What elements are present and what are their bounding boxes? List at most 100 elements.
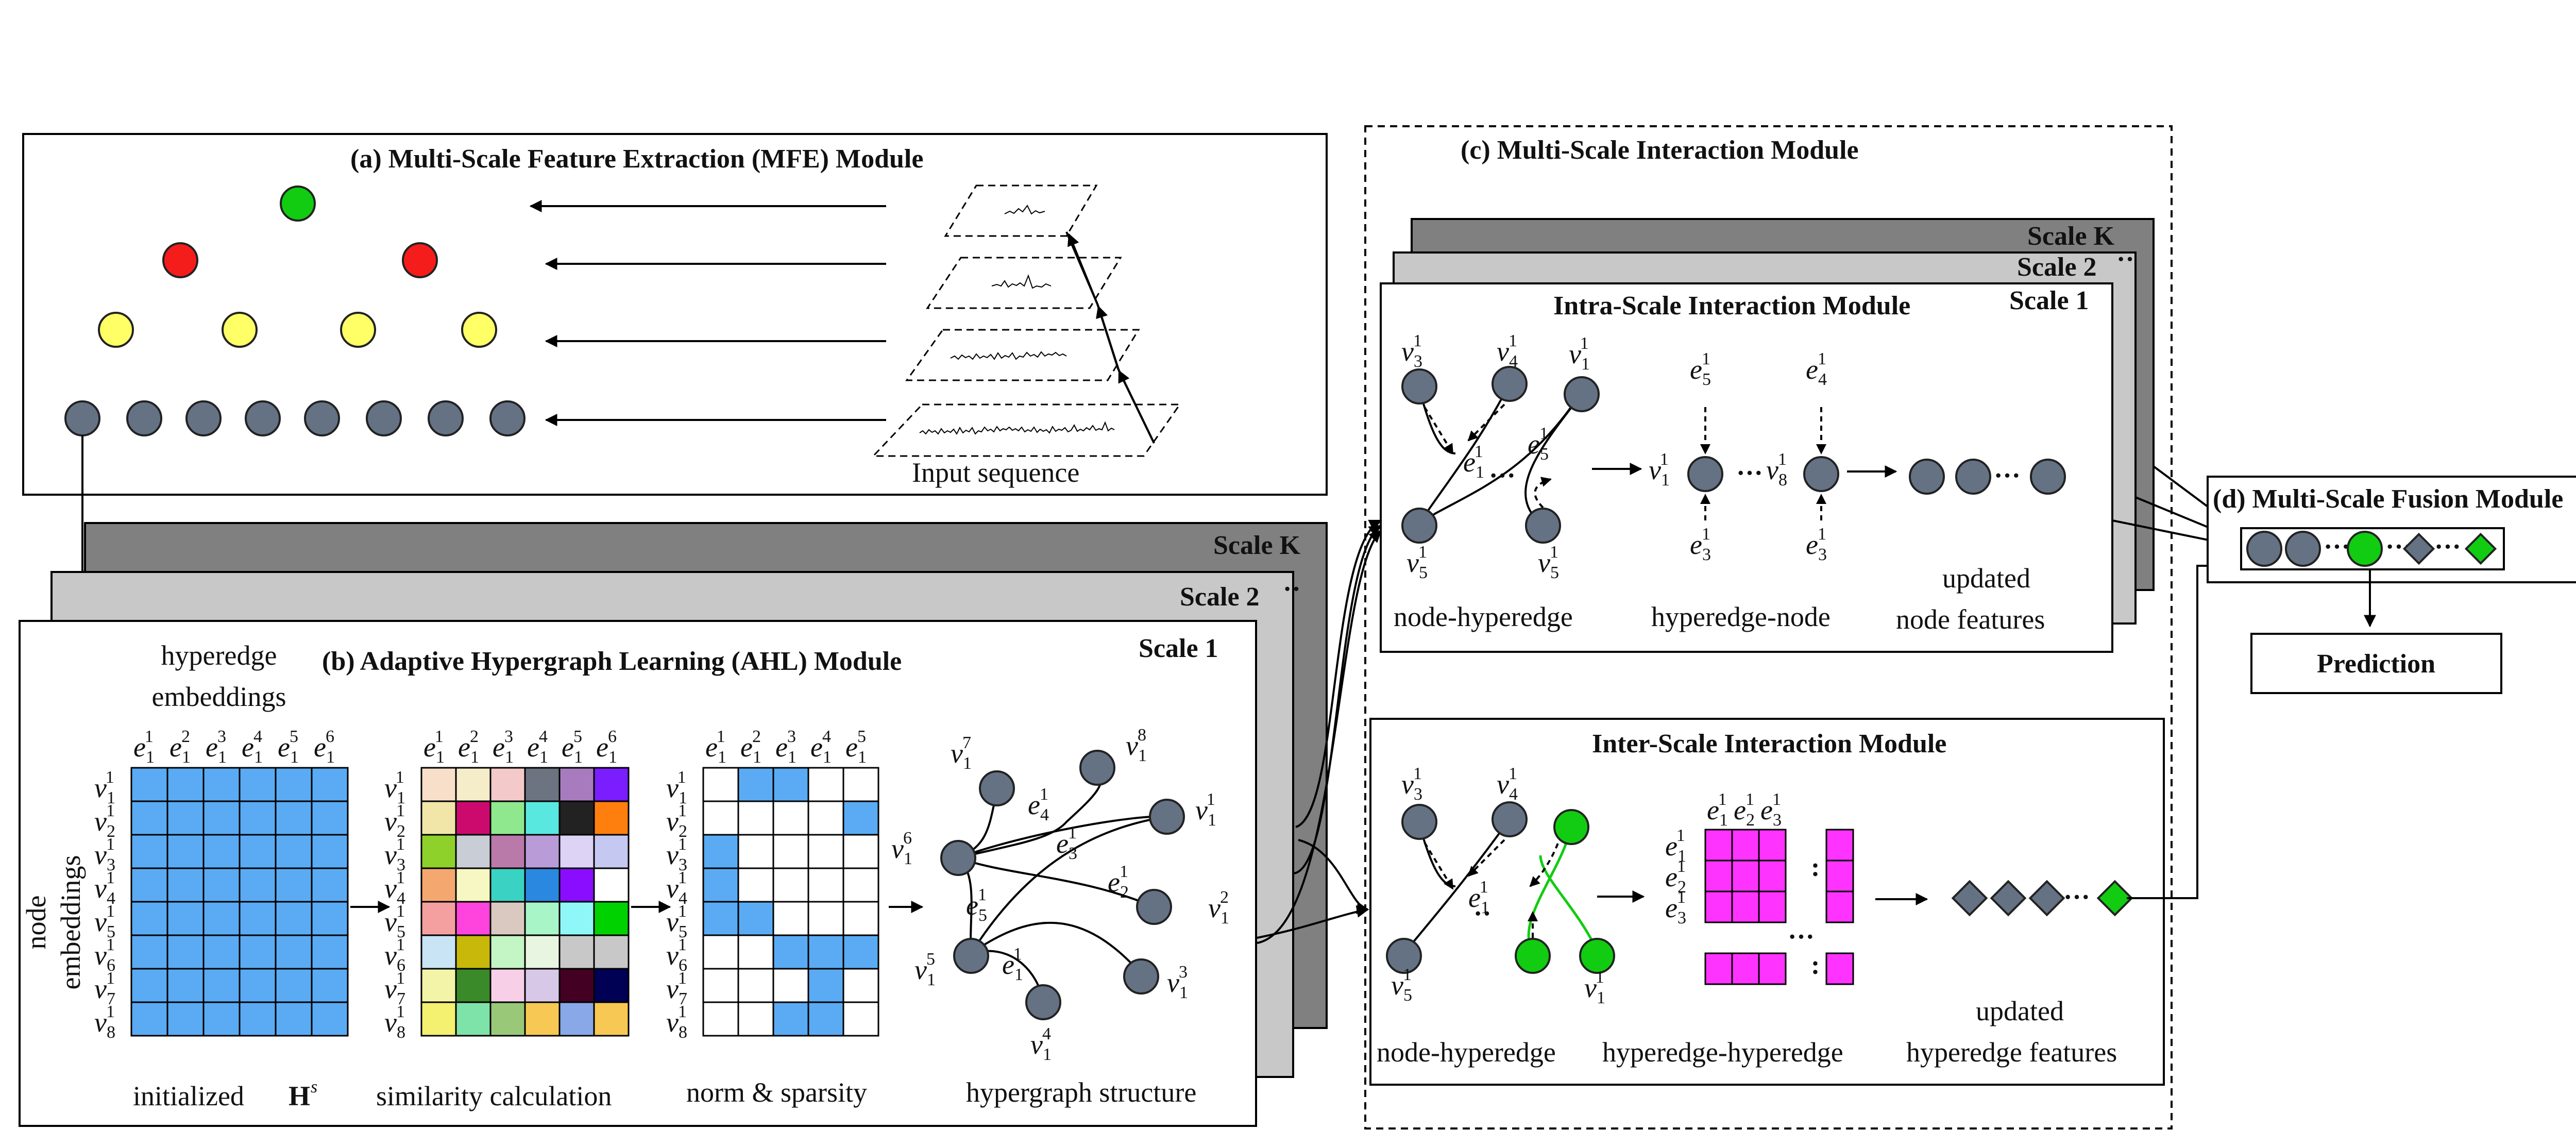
matrix-cell bbox=[842, 867, 879, 903]
node-label: v13 bbox=[1167, 963, 1188, 1002]
matrix-cell bbox=[166, 867, 205, 903]
matrix-cell bbox=[202, 968, 241, 1003]
pyramid-node-yellow bbox=[222, 312, 258, 348]
matrix-cell bbox=[1758, 829, 1787, 862]
pyramid-node-gray bbox=[366, 400, 402, 436]
panel-a-title: (a) Multi-Scale Feature Extraction (MFE)… bbox=[350, 144, 923, 174]
matrix-cell bbox=[772, 867, 809, 903]
caption-initialized: initialized bbox=[133, 1081, 244, 1111]
node-label: v17 bbox=[951, 733, 972, 773]
plane-up-arrow-head-3 bbox=[1067, 233, 1099, 307]
matrix-cell bbox=[420, 834, 457, 869]
matrix-cell bbox=[202, 800, 241, 836]
matrix-cell bbox=[737, 834, 774, 869]
intra-scale-box bbox=[1380, 282, 2113, 653]
matrix-cell bbox=[593, 934, 630, 970]
intra-node bbox=[1564, 376, 1600, 412]
matrix-cell bbox=[1825, 952, 1854, 985]
matrix-cell bbox=[311, 867, 349, 903]
signal-2 bbox=[991, 274, 1052, 289]
scale-k-label-c: Scale K bbox=[2027, 222, 2115, 251]
pyramid-node-gray bbox=[245, 400, 281, 436]
caption-hypergraph-structure: hypergraph structure bbox=[966, 1077, 1196, 1108]
matrix-cell bbox=[166, 800, 205, 836]
matrix-cell bbox=[311, 901, 349, 936]
matrix-cell bbox=[772, 901, 809, 936]
inter-node bbox=[1401, 804, 1437, 840]
hyperedge-label: e31 bbox=[1806, 525, 1827, 564]
matrix-cell bbox=[311, 800, 349, 836]
intra-node bbox=[1687, 456, 1723, 492]
matrix-cell bbox=[558, 934, 595, 970]
inter-node-green bbox=[1515, 938, 1551, 974]
matrix-cell bbox=[842, 968, 879, 1003]
matrix-cell bbox=[202, 834, 241, 869]
pyramid-node-red bbox=[162, 242, 198, 278]
hyperedge-curve bbox=[958, 857, 1155, 908]
matrix-cell bbox=[593, 1001, 630, 1037]
matrix-cell bbox=[737, 1001, 774, 1037]
matrix-cell bbox=[1758, 890, 1787, 923]
matrix-cell bbox=[593, 968, 630, 1003]
matrix-cell bbox=[489, 934, 526, 970]
matrix-cell bbox=[524, 867, 561, 903]
panel-c-title: (c) Multi-Scale Interaction Module bbox=[1461, 136, 1859, 165]
plane-up-arrow-head-2 bbox=[1096, 305, 1120, 372]
matrix-cell bbox=[311, 934, 349, 970]
matrix-cell bbox=[455, 1001, 492, 1037]
input-sequence-label: Input sequence bbox=[912, 457, 1079, 488]
fusion-dots: ··· bbox=[2324, 532, 2350, 562]
hyperedge-diamond bbox=[1951, 880, 1988, 917]
pyramid-bottom-row bbox=[64, 400, 526, 436]
hyperedge-diamond bbox=[1990, 880, 2027, 917]
matrix-cell bbox=[702, 901, 739, 936]
matrix-cell bbox=[807, 1001, 844, 1037]
hyperedge-hyperedge-matrix bbox=[1704, 829, 1854, 985]
matrix-cell bbox=[1704, 860, 1733, 892]
matrix-cell bbox=[130, 834, 168, 869]
matrix-cell bbox=[737, 901, 774, 936]
matrix-cell bbox=[275, 867, 313, 903]
matrix-cell bbox=[702, 800, 739, 836]
row-label: v31 bbox=[94, 835, 115, 874]
matrix-sparse bbox=[702, 767, 879, 1037]
scale-2-label-b: Scale 2 bbox=[1180, 582, 1260, 612]
intra-node bbox=[1401, 368, 1437, 405]
matrix-cell bbox=[489, 834, 526, 869]
matrix-cell bbox=[702, 834, 739, 869]
matrix-cell bbox=[275, 934, 313, 970]
edge bbox=[1403, 818, 1511, 954]
matrix-cell bbox=[239, 834, 277, 869]
connector bbox=[1293, 525, 1382, 874]
matrix-cell bbox=[166, 901, 205, 936]
caption-hyperedge-node: hyperedge-node bbox=[1651, 601, 1831, 632]
hg-node-v3 bbox=[1123, 958, 1159, 995]
matrix-cell bbox=[1704, 829, 1733, 862]
matrix-cell bbox=[772, 934, 809, 970]
matrix-cell bbox=[420, 968, 457, 1003]
node-label: v51 bbox=[1391, 965, 1412, 1005]
matrix-cell bbox=[239, 934, 277, 970]
node-label: v11 bbox=[1584, 968, 1605, 1007]
panel-c-interaction-module: (c) Multi-Scale Interaction Module Scale… bbox=[1364, 125, 2173, 1130]
matrix-cell bbox=[166, 1001, 205, 1037]
matrix-cell bbox=[1731, 860, 1760, 892]
matrix-cell bbox=[737, 934, 774, 970]
node-label: v15 bbox=[914, 950, 936, 989]
edge bbox=[1418, 383, 1511, 524]
matrix-cell bbox=[593, 800, 630, 836]
pyramid-node-red bbox=[402, 242, 438, 278]
matrix-cell bbox=[737, 968, 774, 1003]
matrix-cell bbox=[842, 834, 879, 869]
panel-a-mfe-module: (a) Multi-Scale Feature Extraction (MFE)… bbox=[22, 133, 1328, 496]
matrix-cell bbox=[166, 767, 205, 802]
fusion-diamond-green bbox=[2464, 532, 2497, 565]
matrix-cell bbox=[130, 1001, 168, 1037]
matrix-cell bbox=[524, 1001, 561, 1037]
matrix-cell bbox=[489, 867, 526, 903]
hyperedge-diamond-green bbox=[2096, 880, 2133, 917]
plane-3 bbox=[905, 329, 1140, 381]
caption-norm-sparsity: norm & sparsity bbox=[686, 1077, 867, 1108]
